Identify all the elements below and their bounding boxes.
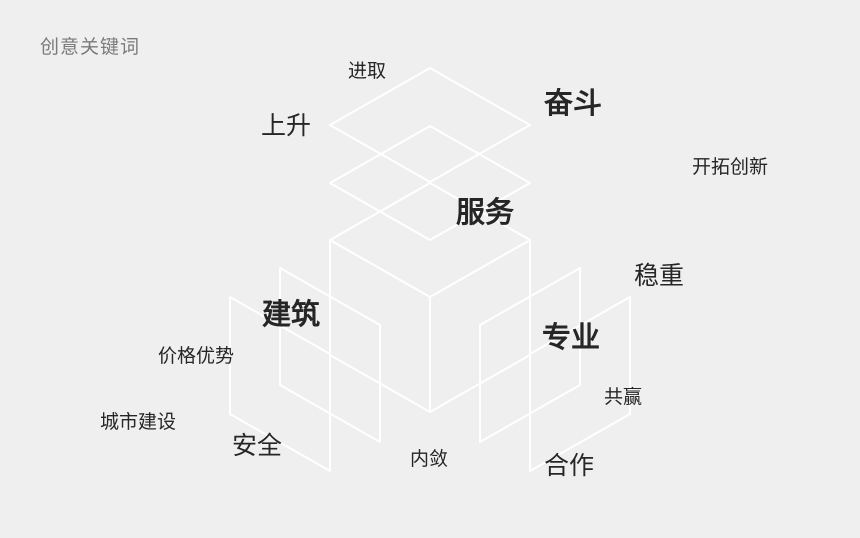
keyword-neilian: 内敛 xyxy=(410,448,449,470)
right-panel-front xyxy=(529,296,631,472)
keyword-fendou: 奋斗 xyxy=(544,86,603,120)
keyword-jiage: 价格优势 xyxy=(158,345,235,367)
keyword-wenzhong: 稳重 xyxy=(634,261,685,290)
right-panel-back xyxy=(479,267,581,443)
keyword-fuwu: 服务 xyxy=(456,195,515,229)
keyword-anquan: 安全 xyxy=(232,431,283,460)
keyword-chengshi: 城市建设 xyxy=(100,411,177,433)
keyword-zhuanye: 专业 xyxy=(542,320,601,354)
middle-plane xyxy=(329,125,531,241)
page-title: 创意关键词 xyxy=(40,36,141,58)
keyword-jianzhu: 建筑 xyxy=(262,297,321,331)
keyword-shangsheng: 上升 xyxy=(261,111,312,140)
left-panel-front xyxy=(229,296,331,472)
keyword-jinqu: 进取 xyxy=(348,60,387,82)
left-panel-back xyxy=(279,267,381,443)
keyword-kaituo: 开拓创新 xyxy=(692,156,769,178)
keyword-gongying: 共赢 xyxy=(604,386,643,408)
keyword-hezuo: 合作 xyxy=(544,451,595,480)
